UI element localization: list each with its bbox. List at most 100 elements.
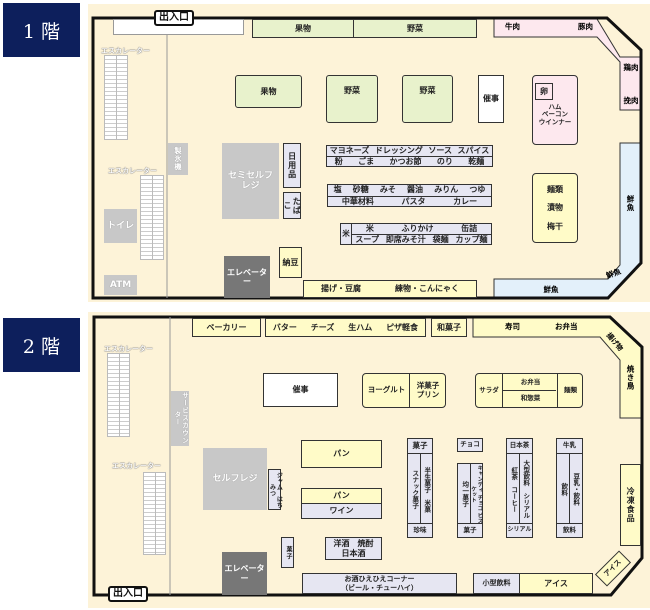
pickles: 漬物 <box>547 203 563 213</box>
shelf-foot: 菓子 <box>463 525 477 534</box>
shelf-item: チーズ <box>310 322 335 332</box>
shelf-item: 砂糖 <box>352 185 369 195</box>
small-drinks: 小型飲料 <box>473 573 520 594</box>
shelf-item: 生ハム <box>348 322 373 332</box>
toilet: トイレ <box>104 209 137 243</box>
bread: パン <box>301 440 382 468</box>
natto: 納豆 <box>279 247 302 278</box>
tobacco: たばこ <box>283 192 301 219</box>
japanese-deli: 和惣菜 <box>520 394 541 403</box>
floor-1-entrance[interactable]: 出入口 <box>154 10 194 26</box>
shelf-item: 醤油 <box>407 185 424 195</box>
shelf-item: 乾麺 <box>468 157 485 166</box>
shelf-snacks: 菓子 スナック菓子 半生菓子 米菓 珍味 <box>407 438 433 538</box>
shelf-seasonings: 塩砂糖みそ醤油みりんつゆ中華材料パスタカレー <box>327 184 492 207</box>
shelf-left: スナック菓子 <box>410 470 419 509</box>
shelf-tea: 日本茶 紅茶 コーヒー 大型飲料 シリアル シリアル <box>506 438 533 538</box>
escalator[interactable] <box>140 175 164 260</box>
fish-bottom: 鮮魚 <box>543 284 559 294</box>
vegetable-island: 野菜 <box>402 75 453 123</box>
floor-2-entrance[interactable]: 出入口 <box>108 586 148 602</box>
beef: 牛肉 <box>505 22 520 31</box>
event-space: 催事 <box>263 373 338 407</box>
frozen-food: 冷凍食品 <box>620 464 641 546</box>
shelf-left: 紅茶 コーヒー <box>509 466 518 513</box>
shelf-rice: 米ふりかけ缶詰スープ即席みそ汁袋麺カップ麺 米 <box>340 223 492 245</box>
escalator-label: エスカレーター <box>104 345 153 353</box>
shelf-item: カップ麺 <box>455 235 488 244</box>
shelf-condiments: マヨネーズドレッシングソーススパイス粉ごまかつお節のり乾麺 <box>326 145 493 167</box>
shelf-item: みりん <box>434 185 459 195</box>
escalator[interactable] <box>143 472 166 555</box>
wagashi: 和菓子 <box>431 318 467 337</box>
self-register: セルフレジ <box>203 448 267 510</box>
tofu: 揚げ・豆腐 <box>321 284 361 294</box>
shelf-head: 菓子 <box>412 440 428 450</box>
escalator[interactable] <box>104 55 128 140</box>
shelf-item: 塩 <box>333 185 342 195</box>
elevator[interactable]: エレベーター <box>224 256 270 298</box>
pudding: 洋菓子 プリン <box>416 380 440 399</box>
shelf-right: 豆乳・飲料 <box>571 473 580 506</box>
shelf-item: 米 <box>365 223 374 233</box>
floor-1-label: 1 階 <box>3 3 80 57</box>
fruit-island: 果物 <box>235 75 302 108</box>
top-vegetables: 野菜 <box>353 19 477 38</box>
shelf-head: 牛乳 <box>563 441 576 450</box>
shelf-item: 缶詰 <box>461 223 478 233</box>
salad: サラダ <box>479 385 499 394</box>
escalator-label: エスカレーター <box>112 462 161 470</box>
shelf-item: スパイス <box>457 145 490 155</box>
atm: ATM <box>104 275 137 295</box>
shelf-right: 半生菓子 米菓 <box>422 466 431 513</box>
jam-honey: ジャム はちみつ <box>268 469 282 510</box>
shelf-item: ピザ軽食 <box>386 322 419 332</box>
escalator[interactable] <box>107 353 130 437</box>
beer-corner: お酒ひえひえコーナー （ビール・チューハイ） <box>302 573 457 594</box>
wine: ワイン <box>301 503 382 519</box>
top-fruit: 果物 <box>252 19 354 38</box>
shelf-right: キャンディ チョコ ビスケット <box>470 464 483 524</box>
shelf-foot: シリアル <box>507 526 532 534</box>
pork: 豚肉 <box>578 22 593 31</box>
dairy-row: バターチーズ生ハムピザ軽食 <box>265 318 426 337</box>
shelf-candy: 均一菓子 キャンディ チョコ ビスケット 菓子 <box>457 463 483 538</box>
shelf-left: 均一菓子 <box>460 481 469 507</box>
shelf-item: みそ <box>379 185 396 195</box>
daily-goods: 日用品 <box>283 143 301 188</box>
shelf-item: スープ <box>355 235 379 244</box>
semi-self-register: セミセルフ レジ <box>222 143 279 219</box>
shelf-foot: 飲料 <box>563 525 576 534</box>
tofu-nerimono: 揚げ・豆腐 練物・こんにゃく <box>303 280 477 298</box>
shelf-item: ふりかけ <box>401 223 434 233</box>
bakery: ベーカリー <box>192 318 261 337</box>
shelf-item: ソース <box>428 145 452 155</box>
shelf-right: 大型飲料 シリアル <box>521 460 530 519</box>
shelf-item: マヨネーズ <box>329 145 370 155</box>
sushi: 寿司 <box>505 322 520 331</box>
ice-machine: 製氷機 <box>168 143 188 175</box>
floor-2-outline <box>92 315 644 597</box>
ice: アイス <box>519 573 593 594</box>
nerimono: 練物・こんにゃく <box>395 284 459 294</box>
shelf-milk: 牛乳 飲料 豆乳・飲料 飲料 <box>556 438 583 538</box>
floor-1-meat-area <box>493 18 642 111</box>
shelf-item: カレー <box>453 196 478 206</box>
shelf-item: のり <box>436 157 453 166</box>
elevator[interactable]: エレベーター <box>222 552 267 595</box>
floor-2-label: 2 階 <box>3 318 80 372</box>
eggs: 卵 <box>535 83 553 100</box>
liquor: 洋酒 焼酎 日本酒 <box>325 537 382 560</box>
shelf-item: パスタ <box>401 196 426 206</box>
shelf-item: つゆ <box>469 185 486 195</box>
shelf-item: かつお節 <box>389 157 422 166</box>
bento: お弁当 <box>520 377 541 386</box>
bread: パン <box>301 488 382 504</box>
floor-1-outline <box>91 16 643 300</box>
shelf-foot: 珍味 <box>413 525 427 534</box>
noodles: 麺類 <box>564 385 577 394</box>
umeboshi: 梅干 <box>547 222 563 232</box>
service-counter[interactable]: サービスカウンター <box>171 391 189 446</box>
yogurt-pudding: ヨーグルト 洋菓子 プリン <box>362 373 446 408</box>
